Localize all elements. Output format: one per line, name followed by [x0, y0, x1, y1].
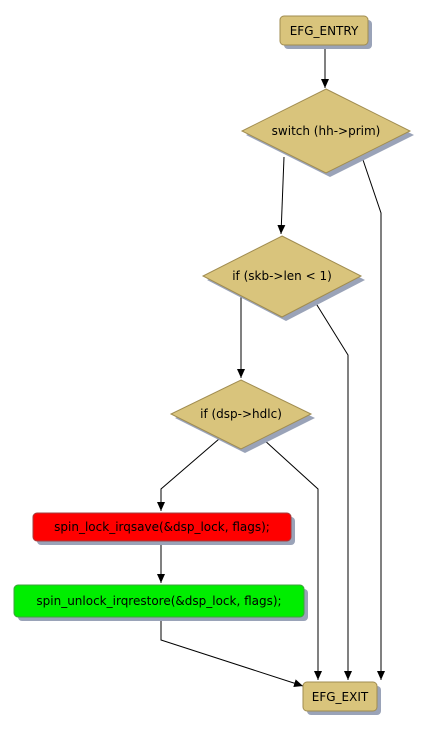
edge-switch-to-exit: [361, 156, 385, 680]
edges-layer: [157, 45, 385, 688]
edge-switch-to-if-len: [277, 156, 286, 235]
if-hdlc-label: if (dsp->hdlc): [200, 407, 282, 421]
unlock-label: spin_unlock_irqrestore(&dsp_lock, flags)…: [36, 594, 281, 608]
if-hdlc-decision: if (dsp->hdlc): [169, 379, 315, 453]
unlock-node: spin_unlock_irqrestore(&dsp_lock, flags)…: [13, 584, 308, 621]
switch-prim-label: switch (hh->prim): [272, 124, 381, 138]
entry-label: EFG_ENTRY: [290, 24, 359, 38]
exit-label: EFG_EXIT: [312, 690, 369, 704]
if-len-decision: if (skb->len < 1): [201, 235, 365, 321]
edge-unlock-to-exit: [160, 617, 304, 688]
lock-node: spin_lock_irqsave(&dsp_lock, flags);: [32, 512, 295, 545]
entry-node: EFG_ENTRY: [279, 15, 372, 49]
lock-label: spin_lock_irqsave(&dsp_lock, flags);: [54, 520, 270, 534]
edge-if-hdlc-to-lock: [157, 438, 220, 511]
edge-if-hdlc-to-exit: [262, 438, 322, 680]
switch-prim-decision: switch (hh->prim): [240, 88, 414, 177]
exit-node: EFG_EXIT: [302, 681, 381, 715]
edge-if-len-to-exit: [311, 296, 352, 680]
if-len-label: if (skb->len < 1): [232, 269, 332, 283]
